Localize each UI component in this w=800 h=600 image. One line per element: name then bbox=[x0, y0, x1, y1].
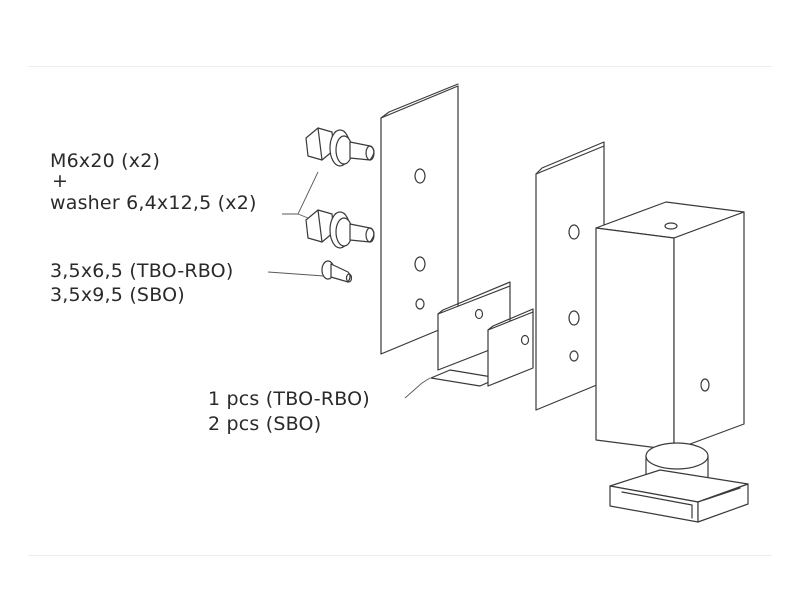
washer-spec-label: washer 6,4x12,5 (x2) bbox=[50, 192, 257, 214]
adjustable-foot bbox=[609, 442, 749, 523]
quantity-sbo-label: 2 pcs (SBO) bbox=[208, 413, 322, 435]
small-screw bbox=[321, 260, 353, 283]
plus-sign: + bbox=[52, 170, 69, 192]
bolt-upper bbox=[305, 127, 375, 167]
quantity-tbo-label: 1 pcs (TBO-RBO) bbox=[208, 388, 370, 410]
bolt-spec-label: M6x20 (x2) bbox=[50, 150, 161, 172]
screw-spec-sbo-label: 3,5x9,5 (SBO) bbox=[50, 284, 185, 306]
frame-top-line bbox=[28, 66, 772, 67]
bolt-lower bbox=[305, 209, 375, 249]
frame-bottom-line bbox=[28, 555, 772, 556]
screw-spec-tbo-label: 3,5x6,5 (TBO-RBO) bbox=[50, 260, 234, 282]
spacer-plates bbox=[430, 281, 534, 387]
main-block bbox=[595, 201, 745, 451]
center-mounting-plate bbox=[535, 141, 605, 411]
